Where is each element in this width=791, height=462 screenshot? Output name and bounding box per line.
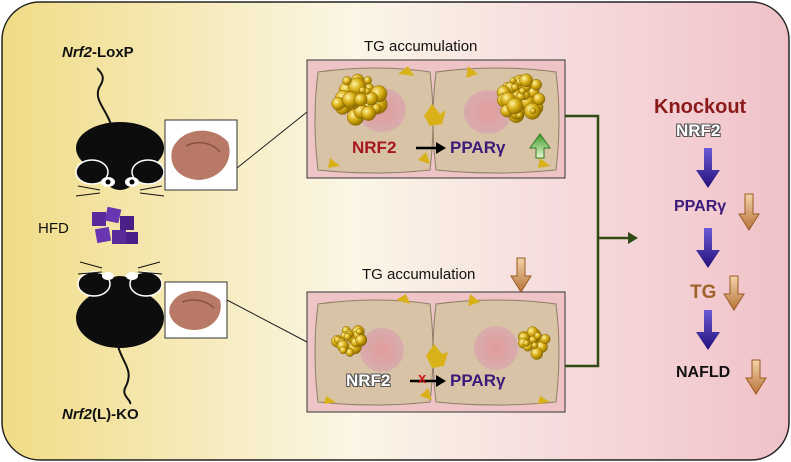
label-nrf2-bottom: NRF2 [346,371,391,390]
down-arrow-icon-ppar [738,193,760,231]
lipid-droplets [331,73,551,360]
lipid-droplet [509,77,517,84]
lipid-droplet [361,105,377,121]
lipid-droplet [355,328,363,335]
label-nrf2-lko: Nrf2(L)-KO [62,406,139,423]
label-flow-ppar: PPARγ [674,198,727,215]
label-tg-accumulation-top: TG accumulation [364,38,478,55]
lipid-droplet [532,92,546,106]
flow-arrow-1 [696,148,720,188]
label-hfd: HFD [38,220,69,237]
down-arrow-icon-nafld [745,359,767,395]
lipid-droplet [511,83,519,92]
label-ppar-top: PPARγ [450,138,506,157]
label-nrf2-loxp: Nrf2-LoxP [62,44,134,61]
liver-top-image [164,119,238,191]
activation-arrow-top [416,142,446,154]
hfd-food-icon [92,206,138,244]
lipid-droplet [506,97,524,115]
lipid-droplet [339,346,348,355]
up-arrow-icon [529,133,551,159]
label-flow-nafld: NAFLD [676,364,731,381]
lipid-droplet [518,87,527,95]
lipid-droplet [540,334,551,345]
down-arrow-icon-tg-flow [723,275,745,311]
blocked-arrow-bottom [410,375,446,387]
down-arrow-icon-tg [510,257,532,293]
connector-bottom [226,299,308,343]
flow-arrow-2 [696,228,720,268]
lipid-droplet [531,342,539,349]
lipid-droplet [354,93,368,107]
flow-arrow-3 [696,310,720,350]
label-knockout: Knockout [654,96,747,118]
lipid-droplet [522,339,530,347]
lipid-droplet [355,334,367,346]
block-mark: x [418,370,427,387]
label-ppar-bottom: PPARγ [450,371,506,390]
connector-to-knockout [565,114,638,368]
label-flow-tg: TG [690,282,717,303]
lipid-droplet [358,86,366,94]
mouse-bottom-icon [76,261,164,405]
connector-top [236,111,308,169]
label-nrf2-top: NRF2 [352,138,397,157]
lipid-droplet [343,332,352,341]
lipid-droplet [529,107,537,115]
liver-bottom-image [164,281,228,339]
lipid-droplet [534,332,542,340]
lipid-droplet [363,76,372,85]
label-knockout-nrf2: NRF2 [676,121,721,140]
lipid-droplet [519,73,533,88]
lipid-droplet [342,76,352,86]
label-tg-accumulation-bottom: TG accumulation [362,266,476,283]
mouse-top-icon [75,67,165,197]
lipid-droplet [530,347,543,360]
